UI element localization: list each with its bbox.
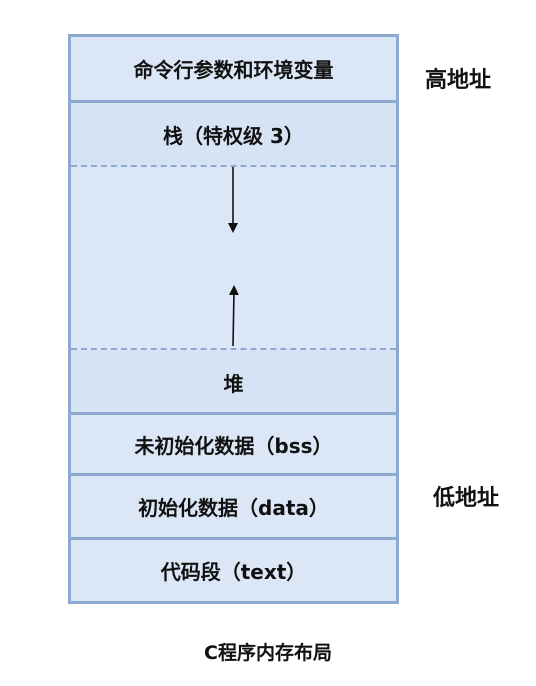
memory-layout-diagram: 命令行参数和环境变量 栈（特权级 3） 堆 未初始化数据（bss） 初始化数据（… (68, 34, 399, 604)
region-stack-label: 栈（特权级 3） (163, 124, 304, 148)
divider-data-text (71, 537, 396, 540)
region-text-label: 代码段（text） (160, 560, 307, 584)
region-heap-label: 堆 (223, 371, 244, 396)
region-heap: 堆 (71, 350, 396, 414)
heap-zone (71, 350, 396, 414)
heap-boundary (71, 348, 396, 350)
region-args-env: 命令行参数和环境变量 (71, 37, 396, 100)
low-address-label: 低地址 (433, 486, 500, 511)
stack-boundary (71, 165, 396, 167)
divider-heap-bss (71, 412, 396, 415)
divider-args-stack (71, 100, 396, 103)
region-bss: 未初始化数据（bss） (71, 415, 396, 473)
region-bss-label: 未初始化数据（bss） (134, 433, 333, 458)
region-stack: 栈（特权级 3） (71, 103, 396, 166)
high-address-label: 高地址 (425, 68, 492, 93)
stack-zone (71, 103, 396, 166)
region-text: 代码段（text） (71, 540, 396, 601)
region-data: 初始化数据（data） (71, 476, 396, 537)
divider-bss-data (71, 473, 396, 476)
region-args-env-label: 命令行参数和环境变量 (133, 58, 334, 82)
diagram-caption: C程序内存布局 (204, 642, 332, 664)
region-data-label: 初始化数据（data） (138, 496, 329, 520)
